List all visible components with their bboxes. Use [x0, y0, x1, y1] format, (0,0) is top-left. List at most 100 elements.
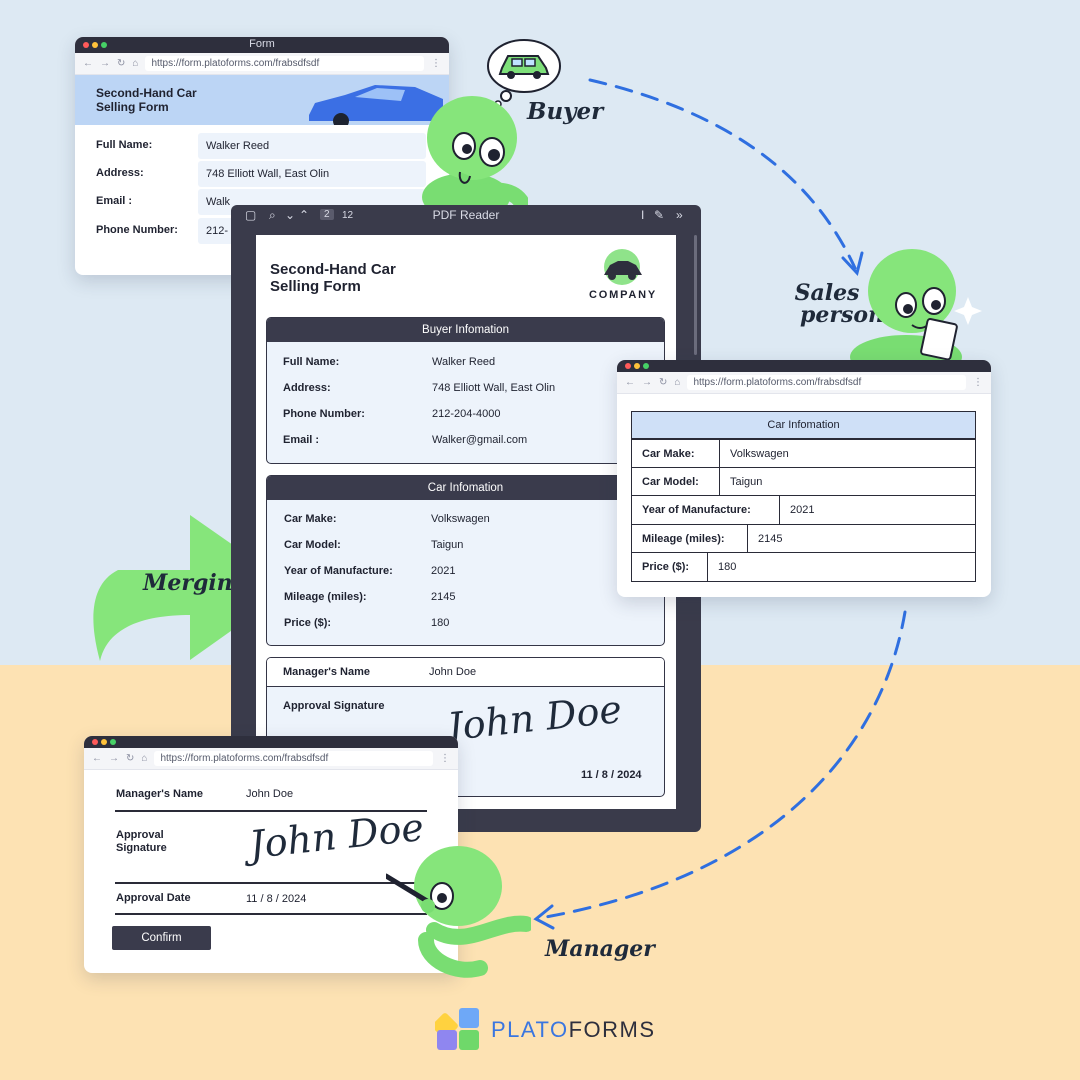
car-table-header: Car Infomation: [631, 411, 976, 439]
car-table-label: Price ($):: [631, 552, 708, 582]
form-banner: Second-Hand Car Selling Form: [75, 75, 449, 125]
menu-icon[interactable]: ⋮: [973, 377, 983, 388]
form-titlebar: Form: [75, 37, 449, 53]
form-window-title: Form: [249, 38, 275, 50]
manager-url[interactable]: https://form.platoforms.com/frabsdfsdf: [154, 751, 433, 766]
sales-window: ← → ↻ ⌂ https://form.platoforms.com/frab…: [617, 360, 991, 597]
brand-forms: FORMS: [568, 1017, 656, 1042]
menu-icon[interactable]: ⋮: [431, 58, 441, 69]
brand-plato: PLATO: [491, 1017, 569, 1042]
buyer-info-header: Buyer Infomation: [267, 318, 664, 342]
car-table-value[interactable]: Taigun: [719, 467, 976, 496]
car-table-value[interactable]: Volkswagen: [719, 439, 976, 468]
page-total: 12: [342, 210, 354, 221]
form-label-address: Address:: [96, 167, 144, 179]
sales-url[interactable]: https://form.platoforms.com/frabsdfsdf: [687, 375, 966, 390]
manager-label: Manager: [545, 936, 655, 962]
form-window: Form ← → ↻ ⌂ https://form.platoforms.com…: [75, 37, 449, 275]
mgr-date-value[interactable]: 11 / 8 / 2024: [246, 893, 307, 905]
divider: [115, 882, 427, 884]
manager-alien: [386, 846, 531, 978]
pdf-car-label: Year of Manufacture:: [284, 565, 393, 577]
page-number-input[interactable]: 2: [320, 209, 334, 220]
pdf-doc-title: Second-Hand Car Selling Form: [270, 261, 396, 295]
pdf-buyer-label: Phone Number:: [283, 408, 365, 420]
confirm-button[interactable]: Confirm: [112, 926, 211, 950]
form-label-fullname: Full Name:: [96, 139, 153, 151]
car-banner-icon: [309, 85, 443, 125]
platoforms-wordmark: PLATOFORMS: [491, 1017, 656, 1043]
pdf-reader-window: ▢ ⌕ ⌄ ⌃ 2 12 PDF Reader I ✎ » Second-Han…: [231, 205, 701, 832]
pdf-scrollbar[interactable]: [694, 235, 697, 355]
car-table-label: Mileage (miles):: [631, 524, 748, 553]
pdf-manager-label: Manager's Name: [283, 666, 370, 678]
salesperson-label-line1: Sales: [794, 280, 860, 306]
reload-icon[interactable]: ↻: [659, 377, 668, 388]
back-icon[interactable]: ←: [625, 377, 635, 388]
salesperson-label-line2: person: [800, 302, 885, 328]
merging-arrow: [93, 515, 293, 661]
pdf-buyer-label: Address:: [283, 382, 331, 394]
car-table-value[interactable]: 2145: [747, 524, 976, 553]
search-icon[interactable]: ⌕: [269, 208, 276, 222]
pdf-car-label: Car Model:: [284, 539, 341, 551]
pen-icon[interactable]: ✎: [654, 208, 665, 222]
pdf-buyer-label: Email :: [283, 434, 320, 446]
car-info-header: Car Infomation: [267, 476, 664, 500]
mgr-name-value[interactable]: John Doe: [246, 788, 294, 800]
form-input-address[interactable]: 748 Elliott Wall, East Olin: [198, 161, 426, 187]
form-input-fullname[interactable]: Walker Reed: [198, 133, 426, 159]
car-table-value[interactable]: 2021: [779, 495, 976, 525]
buyer-label: Buyer: [527, 98, 604, 125]
pdf-car-label: Price ($):: [284, 617, 332, 629]
reload-icon[interactable]: ↻: [117, 58, 126, 69]
mgr-name-label: Manager's Name: [116, 788, 203, 800]
platoforms-logo-icon: [435, 1008, 479, 1050]
chevron-down-icon[interactable]: ⌄: [285, 208, 296, 222]
home-icon[interactable]: ⌂: [674, 377, 681, 388]
form-url[interactable]: https://form.platoforms.com/frabsdfsdf: [145, 56, 424, 71]
car-table-label: Year of Manufacture:: [631, 495, 780, 525]
merging-label: Merging: [143, 570, 249, 596]
pdf-car-label: Mileage (miles):: [284, 591, 367, 603]
back-icon[interactable]: ←: [92, 753, 102, 764]
salesperson-alien: [850, 249, 982, 363]
home-icon[interactable]: ⌂: [132, 58, 139, 69]
pdf-buyer-label: Full Name:: [283, 356, 340, 368]
car-table-label: Car Model:: [631, 467, 720, 496]
forward-icon[interactable]: →: [642, 377, 652, 388]
car-table-label: Car Make:: [631, 439, 720, 468]
car-table-value[interactable]: 180: [707, 552, 976, 582]
back-icon[interactable]: ←: [83, 58, 93, 69]
company-name: COMPANY: [589, 289, 658, 301]
car-icon: [498, 55, 550, 79]
text-cursor-icon[interactable]: I: [641, 208, 645, 222]
pdf-approval-date: 11 / 8 / 2024: [581, 769, 642, 781]
form-heading: Second-Hand Car Selling Form: [96, 86, 197, 114]
sidebar-toggle-icon[interactable]: ▢: [245, 208, 257, 222]
mgr-date-label: Approval Date: [116, 892, 191, 904]
forward-icon[interactable]: →: [109, 753, 119, 764]
pdf-buyer-value: 212-204-4000: [432, 408, 501, 420]
car-info-table: Car Infomation Car Make: Volkswagen Car …: [631, 411, 976, 582]
menu-icon[interactable]: ⋮: [440, 753, 450, 764]
chevron-up-icon[interactable]: ⌃: [299, 208, 310, 222]
pdf-car-label: Car Make:: [284, 513, 337, 525]
pdf-car-value: 180: [431, 617, 450, 629]
pdf-manager-value: John Doe: [429, 666, 477, 678]
expand-icon[interactable]: »: [676, 208, 683, 222]
form-label-email: Email :: [96, 195, 133, 207]
divider: [115, 810, 427, 812]
pdf-signature: John Doe: [445, 686, 624, 750]
pdf-signature-label: Approval Signature: [283, 700, 385, 712]
home-icon[interactable]: ⌂: [141, 753, 148, 764]
salesperson-label: Sales person: [770, 282, 884, 326]
pdf-reader-title: PDF Reader: [432, 208, 500, 222]
forward-icon[interactable]: →: [100, 58, 110, 69]
pdf-car-value: 2021: [431, 565, 456, 577]
form-urlbar: ← → ↻ ⌂ https://form.platoforms.com/frab…: [75, 53, 449, 75]
reload-icon[interactable]: ↻: [126, 753, 135, 764]
company-logo: [604, 249, 642, 285]
mgr-signature-label: Approval Signature: [116, 829, 167, 854]
manager-window: ← → ↻ ⌂ https://form.platoforms.com/frab…: [84, 736, 458, 973]
